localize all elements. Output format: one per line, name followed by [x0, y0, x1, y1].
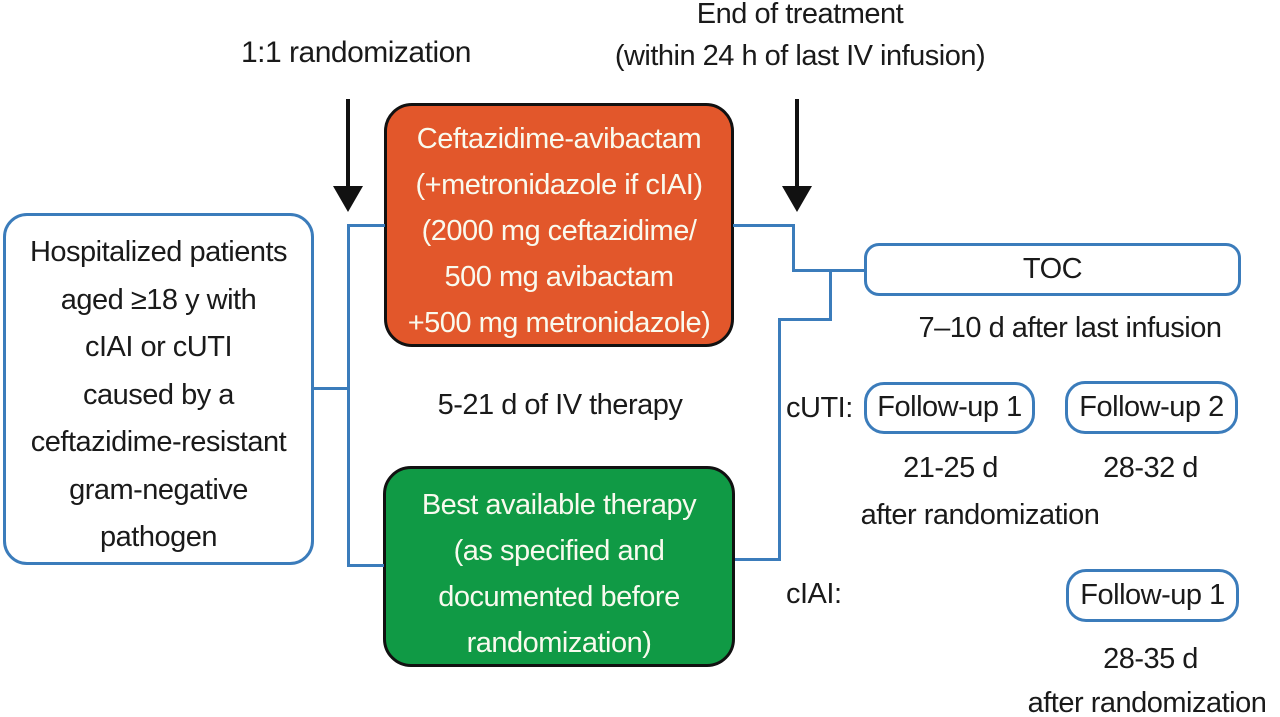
iv-therapy-duration-label: 5-21 d of IV therapy: [437, 389, 683, 421]
best-available-therapy-box: Best available therapy (as specified and…: [383, 466, 735, 667]
population-line: caused by a: [83, 378, 234, 411]
arm-line: randomization): [466, 627, 652, 659]
connector-branch-vertical: [347, 224, 350, 567]
connector-branch-to-orange: [349, 224, 385, 227]
toc-timing-label: 7–10 d after last infusion: [918, 312, 1222, 344]
connector-orange-out: [733, 224, 795, 227]
arm-line: Best available therapy: [421, 489, 697, 521]
connector-tee-horizontal: [778, 318, 832, 321]
cuti-followup-note: after randomization: [860, 499, 1100, 531]
population-box: Hospitalized patients aged ≥18 y with cI…: [3, 213, 314, 565]
arm-line: documented before: [438, 581, 680, 613]
end-of-treatment-label-line1: End of treatment: [696, 0, 904, 30]
randomization-label: 1:1 randomization: [241, 36, 471, 69]
ciai-followup1-timing: 28-35 d: [1103, 643, 1198, 675]
population-line: aged ≥18 y with: [60, 283, 257, 316]
connector-tee-vertical: [829, 269, 832, 321]
ciai-followup1-box: Follow-up 1: [1066, 569, 1239, 622]
ceftazidime-avibactam-box: Ceftazidime-avibactam (+metronidazole if…: [384, 103, 734, 347]
randomization-arrow: [346, 99, 350, 188]
randomization-arrowhead-icon: [333, 186, 363, 212]
connector-green-out: [735, 558, 781, 561]
cuti-followup2-box: Follow-up 2: [1065, 381, 1238, 434]
arm-line: (+metronidazole if cIAI): [415, 169, 703, 201]
population-line: Hospitalized patients: [29, 236, 288, 268]
population-line: cIAI or cUTI: [84, 331, 233, 363]
connector-green-vertical: [778, 318, 781, 561]
ciai-followup-note: after randomization: [1027, 687, 1267, 717]
connector-population-out: [314, 387, 350, 390]
arm-line: 500 mg avibactam: [444, 261, 674, 293]
cuti-followup2-timing: 28-32 d: [1103, 452, 1198, 484]
arm-line: Ceftazidime-avibactam: [416, 123, 702, 155]
connector-branch-to-green: [349, 564, 384, 567]
population-line: gram-negative: [69, 473, 248, 506]
population-line: pathogen: [100, 521, 217, 553]
ciai-label: cIAI:: [786, 578, 842, 610]
end-of-treatment-arrowhead-icon: [782, 186, 812, 212]
population-line: ceftazidime-resistant: [30, 426, 287, 458]
cuti-followup1-timing: 21-25 d: [903, 452, 998, 484]
connector-orange-jog-vertical: [792, 224, 795, 272]
end-of-treatment-arrow: [795, 99, 799, 188]
arm-line: +500 mg metronidazole): [407, 307, 711, 339]
end-of-treatment-label-line2: (within 24 h of last IV infusion): [614, 40, 986, 72]
toc-box: TOC: [864, 243, 1241, 296]
arm-line: (as specified and: [453, 535, 665, 567]
cuti-label: cUTI:: [786, 392, 853, 424]
arm-line: (2000 mg ceftazidime/: [421, 215, 697, 247]
cuti-followup1-box: Follow-up 1: [864, 382, 1035, 434]
